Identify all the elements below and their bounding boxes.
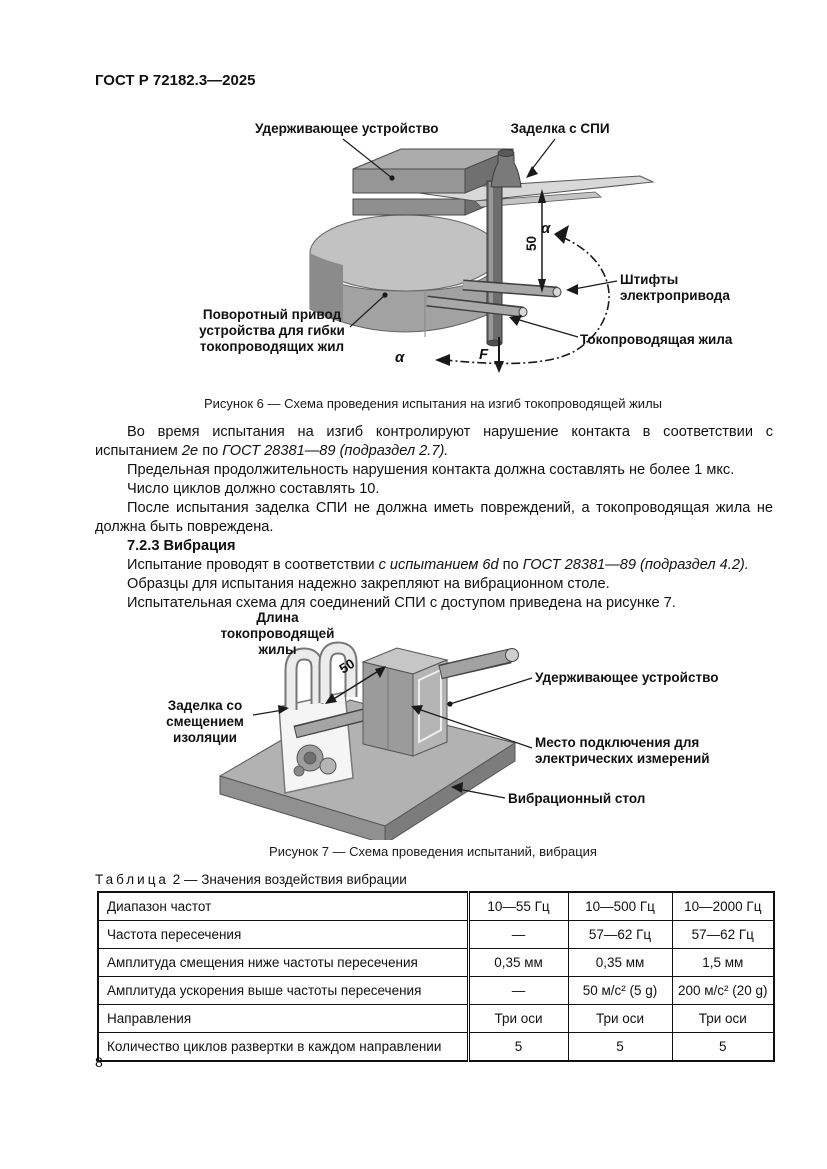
body-paragraphs: Во время испытания на изгиб контролируют… (95, 423, 773, 613)
table-value-cell: — (467, 976, 569, 1005)
figure7-diagram: 50 Длина токопроводящей жилы Заделка со … (95, 608, 735, 840)
table-value-cell: — (467, 920, 569, 949)
table-row-header-cell: Направления (97, 1004, 470, 1033)
table-value-cell: 10—55 Гц (467, 891, 569, 921)
paragraph: Предельная продолжительность нарушения к… (95, 461, 773, 480)
table-value-cell: 200 м/с² (20 g) (671, 976, 775, 1005)
table-value-cell: 0,35 мм (467, 948, 569, 977)
table2-title-rest: 2 — Значения воздействия вибрации (172, 872, 407, 887)
table2-title: Таблица 2 — Значения воздействия вибраци… (95, 872, 407, 887)
doc-header: ГОСТ Р 72182.3—2025 (95, 72, 256, 89)
table-value-cell: 10—2000 Гц (671, 891, 775, 921)
table-value-cell: 0,35 мм (567, 948, 673, 977)
fig6-holding-device-label: Удерживающее устройство (255, 121, 439, 136)
figure6-caption: Рисунок 6 — Схема проведения испытания н… (203, 396, 662, 411)
table-row-header-cell: Количество циклов развертки в каждом нап… (97, 1032, 470, 1062)
figure7-drawing: 50 (218, 641, 533, 840)
table-row-header-cell: Амплитуда смещения ниже частоты пересече… (97, 948, 470, 977)
paragraph: 7.2.3 Вибрация (95, 537, 773, 556)
dimension-50-label: 50 (524, 236, 539, 251)
text-run: Образцы для испытания надежно закрепляют… (127, 576, 610, 592)
force-label: F (479, 346, 489, 363)
table-value-cell: 1,5 мм (671, 948, 775, 977)
fig6-spi-termination-label: Заделка с СПИ (510, 121, 610, 136)
text-run: ГОСТ 28381—89 (подраздел 4.2). (522, 557, 749, 573)
alpha-top-label: α (541, 220, 551, 237)
figure6-drawing: 50 α α F (309, 138, 655, 373)
text-run: Число циклов должно составлять 10. (127, 481, 380, 497)
fig6-conductor-label: Токопроводящая жила (580, 332, 733, 347)
figure7-caption: Рисунок 7 — Схема проведения испытаний, … (269, 844, 597, 859)
table-row-header-cell: Диапазон частот (97, 891, 470, 921)
fig6-rotary-drive-label: Поворотный привод устройства для гибки т… (199, 307, 345, 354)
fig7-insulation-termination-label: Заделка со смещением изоляции (166, 698, 244, 745)
text-run: Во время испытания на изгиб контролируют… (95, 424, 773, 459)
text-run: с испытанием 6d (378, 557, 499, 573)
paragraph: Число циклов должно составлять 10. (95, 480, 773, 499)
paragraph: Образцы для испытания надежно закрепляют… (95, 575, 773, 594)
table-value-cell: 57—62 Гц (567, 920, 673, 949)
table-row: Амплитуда смещения ниже частоты пересече… (97, 948, 775, 977)
table-value-cell: 57—62 Гц (671, 920, 775, 949)
table-value-cell: 5 (467, 1032, 569, 1062)
text-run: Испытательная схема для соединений СПИ с… (127, 595, 676, 611)
fig7-measurement-point-label: Место подключения для электрических изме… (535, 735, 710, 766)
dimension-50-label: 50 (337, 656, 358, 677)
paragraph: Во время испытания на изгиб контролируют… (95, 423, 773, 461)
text-run: 7.2.3 Вибрация (127, 538, 236, 554)
table-row: Количество циклов развертки в каждом нап… (97, 1032, 775, 1062)
alpha-bottom-label: α (395, 349, 405, 366)
table2-title-word: Таблица (95, 872, 169, 887)
table-value-cell: 50 м/с² (5 g) (567, 976, 673, 1005)
table-value-cell: 5 (671, 1032, 775, 1062)
fig7-vibration-table-label: Вибрационный стол (508, 791, 646, 806)
table-value-cell: Три оси (567, 1004, 673, 1033)
text-run: После испытания заделка СПИ не должна им… (95, 500, 773, 535)
text-run: Испытание проводят в соответствии (127, 557, 379, 573)
paragraph: После испытания заделка СПИ не должна им… (95, 499, 773, 537)
paragraph: Испытание проводят в соответствии с испы… (95, 556, 773, 575)
fig6-pins-label: Штифты электропривода (620, 272, 730, 303)
fig7-conductor-length-label: Длина токопроводящей жилы (220, 610, 335, 657)
table-value-cell: 5 (567, 1032, 673, 1062)
text-run: 2е (181, 443, 199, 459)
table-value-cell: 10—500 Гц (567, 891, 673, 921)
table-value-cell: Три оси (671, 1004, 775, 1033)
table-value-cell: Три оси (467, 1004, 569, 1033)
table-row-header-cell: Частота пересечения (97, 920, 470, 949)
table-row: Амплитуда ускорения выше частоты пересеч… (97, 976, 775, 1005)
fig7-holding-device-label: Удерживающее устройство (535, 670, 719, 685)
text-run: по (498, 557, 523, 573)
text-run: Предельная продолжительность нарушения к… (127, 462, 735, 478)
text-run: ГОСТ 28381—89 (подраздел 2.7). (222, 443, 449, 459)
paragraph: Испытательная схема для соединений СПИ с… (95, 594, 773, 613)
table-row-header-cell: Амплитуда ускорения выше частоты пересеч… (97, 976, 470, 1005)
text-run: по (198, 443, 223, 459)
page-number: 8 (95, 1054, 103, 1070)
figure6-diagram: 50 α α F Удерживающее устройство Заделка… (95, 113, 735, 390)
